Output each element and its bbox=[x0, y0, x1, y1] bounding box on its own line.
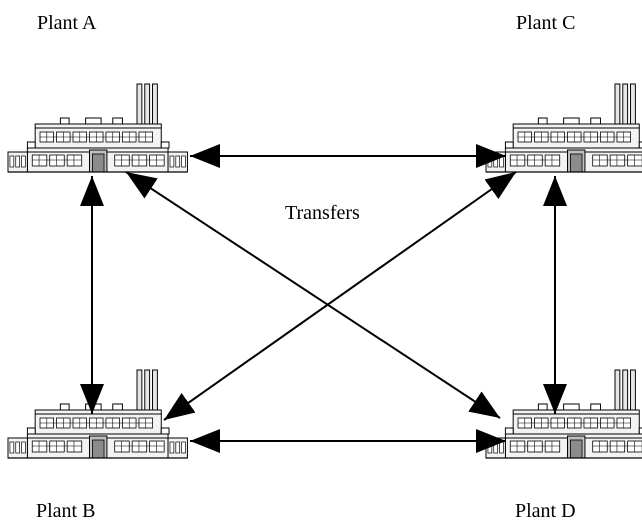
plant-b-label: Plant B bbox=[36, 500, 96, 522]
plant-a-label: Plant A bbox=[37, 12, 97, 34]
factory-icon bbox=[485, 83, 642, 173]
factory-icon bbox=[485, 369, 642, 459]
plant-d-label: Plant D bbox=[515, 500, 576, 522]
transfers-label: Transfers bbox=[285, 202, 360, 224]
plant-c-label: Plant C bbox=[516, 12, 576, 34]
factory-icon bbox=[7, 83, 189, 173]
edge-c-b bbox=[163, 171, 517, 421]
factory-icon bbox=[7, 369, 189, 459]
